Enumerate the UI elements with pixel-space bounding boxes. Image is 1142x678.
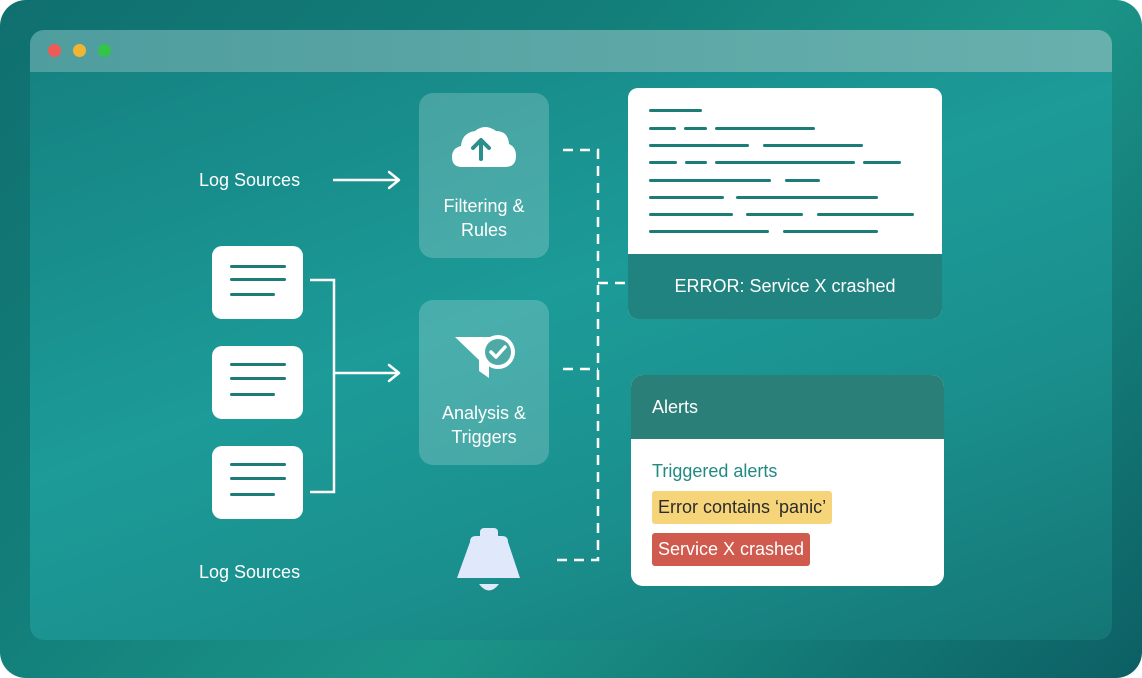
log-sources-label-bottom: Log Sources (199, 562, 301, 582)
filter-check-icon (455, 335, 515, 378)
alerts-panel: Alerts Triggered alerts Error contains ‘… (631, 375, 944, 586)
alert-item-crashed: Service X crashed (652, 533, 811, 566)
alert-item-panic: Error contains ‘panic’ (652, 491, 833, 524)
title-bar (30, 30, 1112, 72)
analysis-triggers-card: Analysis & Triggers (419, 300, 549, 465)
bell-icon (457, 528, 520, 591)
analysis-triggers-title: Analysis & Triggers (441, 403, 527, 447)
dashed-links (550, 148, 628, 562)
alerts-header: Alerts (631, 375, 944, 439)
document-icon (212, 446, 303, 519)
document-icon (212, 346, 303, 419)
minimize-window-button[interactable] (73, 44, 86, 57)
arrow-to-filtering (333, 170, 401, 190)
document-icon (212, 246, 303, 319)
bracket-to-analysis (310, 278, 401, 494)
triggered-alerts-heading: Triggered alerts (652, 461, 778, 481)
maximize-window-button[interactable] (98, 44, 111, 57)
filtering-rules-card: Filtering & Rules (419, 93, 549, 258)
log-output-panel: ERROR: Service X crashed (628, 88, 942, 319)
error-message: ERROR: Service X crashed (628, 254, 942, 319)
close-window-button[interactable] (48, 44, 61, 57)
log-sources-label-top: Log Sources (199, 170, 301, 190)
filtering-rules-title: Filtering & Rules (443, 196, 525, 240)
cloud-upload-icon (452, 127, 516, 167)
